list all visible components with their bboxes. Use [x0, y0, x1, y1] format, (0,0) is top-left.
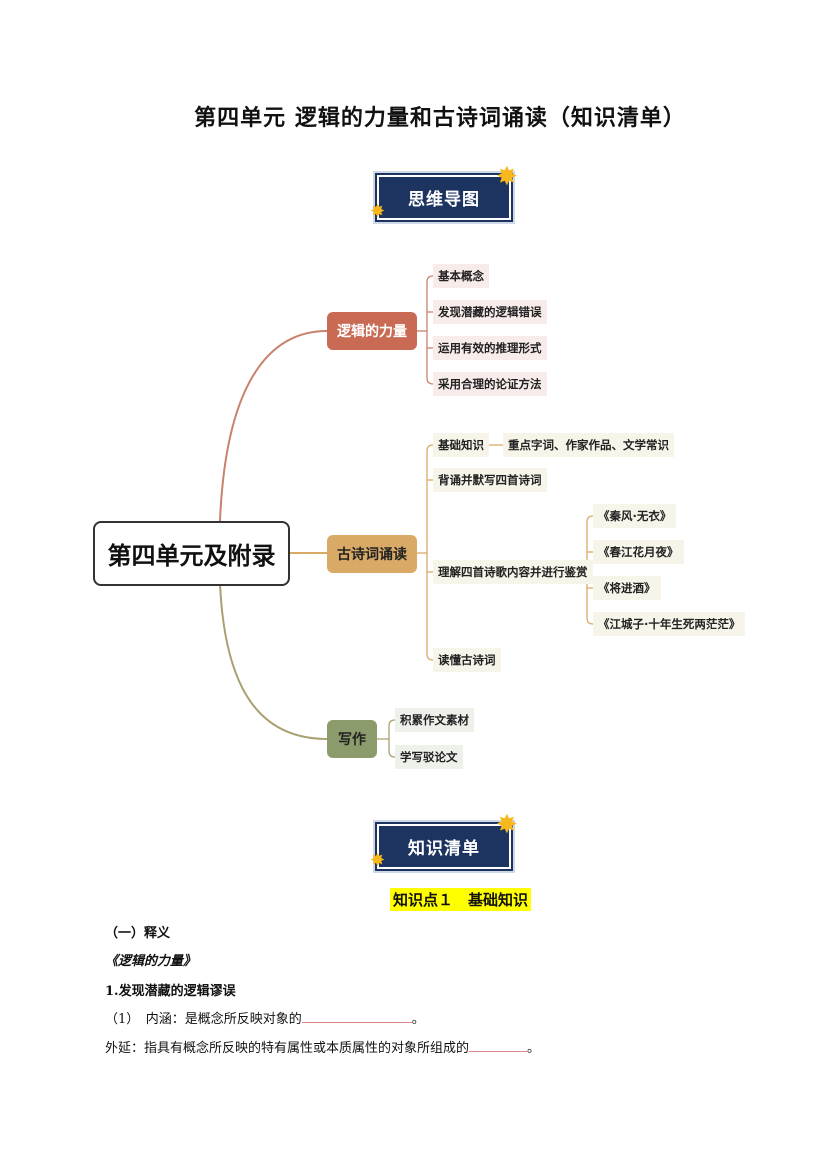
- leaf-poetry: 基础知识: [433, 433, 489, 457]
- leaf-poem: 《秦风·无衣》: [593, 504, 677, 528]
- line-end: 。: [411, 1012, 425, 1027]
- branch-poetry: 古诗词诵读: [327, 535, 417, 573]
- mindmap-banner: 思维导图: [375, 173, 513, 222]
- fill-line-1: （1） 内涵：是概念所反映对象的 。: [105, 1008, 425, 1027]
- subsection-title: （一）释义: [105, 926, 171, 941]
- bracket-branch-1: [417, 275, 434, 385]
- leaf-writing: 积累作文素材: [395, 708, 474, 732]
- connector-branch-1: [219, 330, 328, 522]
- star-icon: ✸: [370, 201, 386, 222]
- branch-writing: 写作: [327, 720, 377, 758]
- line-end: 。: [527, 1041, 541, 1056]
- page-title: 第四单元 逻辑的力量和古诗词诵读（知识清单）: [194, 106, 686, 131]
- answer-blank[interactable]: [469, 1039, 528, 1052]
- checklist-banner: 知识清单: [375, 822, 513, 871]
- section-heading: 知识点１ 基础知识: [390, 888, 532, 911]
- book-title: 《逻辑的力量》: [105, 954, 197, 969]
- leaf-basic-detail: 重点字词、作家作品、文学常识: [503, 433, 674, 457]
- connector-branch-3: [219, 583, 328, 740]
- star-icon: ✸: [496, 810, 518, 840]
- leaf-writing: 学写驳论文: [395, 745, 463, 769]
- fill-line-2: 外延：指具有概念所反映的特有属性或本质属性的对象所组成的 。: [105, 1037, 540, 1056]
- leaf-logic: 运用有效的推理形式: [433, 336, 547, 360]
- answer-blank[interactable]: [301, 1010, 412, 1023]
- leaf-poem: 《将进酒》: [593, 576, 661, 600]
- leaf-poetry: 读懂古诗词: [433, 648, 501, 672]
- leaf-poem: 《春江花月夜》: [593, 540, 684, 564]
- leaf-logic: 采用合理的论证方法: [433, 372, 547, 396]
- mindmap-root: 第四单元及附录: [93, 521, 290, 586]
- star-icon: ✸: [370, 850, 386, 871]
- leaf-poetry: 背诵并默写四首诗词: [433, 468, 547, 492]
- leaf-logic: 发现潜藏的逻辑错误: [433, 300, 547, 324]
- item-title: 1.发现潜藏的逻辑谬误: [105, 984, 236, 999]
- line-text: （1） 内涵：是概念所反映对象的: [105, 1012, 302, 1027]
- line-text: 外延：指具有概念所反映的特有属性或本质属性的对象所组成的: [105, 1041, 470, 1056]
- branch-logic: 逻辑的力量: [327, 312, 417, 350]
- leaf-poetry: 理解四首诗歌内容并进行鉴赏: [433, 560, 593, 584]
- star-icon: ✸: [496, 162, 518, 192]
- leaf-logic: 基本概念: [433, 264, 489, 288]
- bracket-branch-3: [377, 719, 396, 758]
- leaf-poem: 《江城子·十年生死两茫茫》: [593, 612, 746, 636]
